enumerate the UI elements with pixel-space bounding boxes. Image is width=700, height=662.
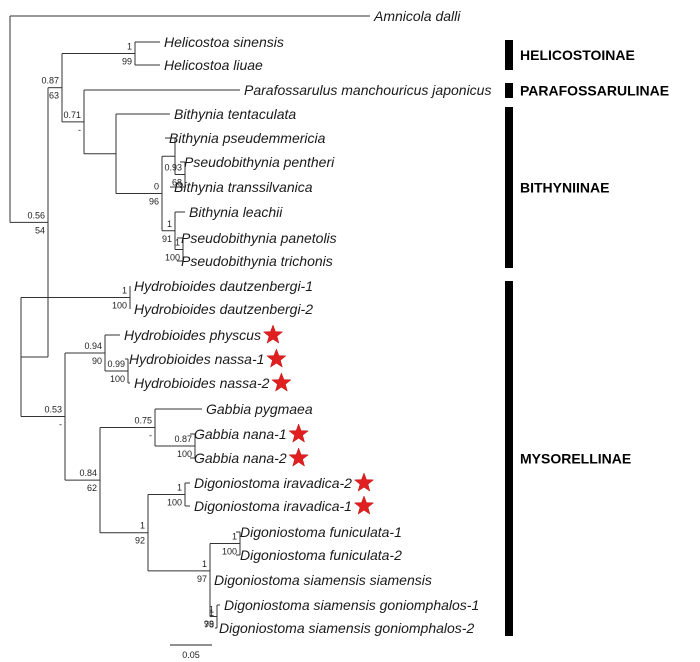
taxon-label-hyd_nas2: Hydrobioides nassa-2: [134, 375, 270, 391]
taxon-label-bith_ten: Bithynia tentaculata: [174, 106, 296, 122]
support-below-n_o: 62: [87, 483, 97, 493]
support-below-n_u: 100: [222, 547, 237, 557]
support-below-n_t: 97: [197, 574, 207, 584]
support-above-n_m: 0.94: [84, 341, 102, 351]
clade-bar-bithyniinae: [505, 107, 513, 268]
scale-bar: 0.05: [170, 644, 212, 660]
support-below-n_d: -: [78, 125, 81, 135]
support-below-n_m: 90: [92, 356, 102, 366]
taxon-label-pseu_pen: Pseudobithynia pentheri: [184, 154, 335, 170]
support-below-n_l: -: [59, 420, 62, 430]
support-below-n_n: 100: [110, 374, 125, 384]
support-above-n_d: 0.71: [63, 110, 81, 120]
support-above-n_q: 0.87: [174, 434, 192, 444]
support-above-n_w: 1: [209, 605, 214, 615]
taxon-label-bith_lea: Bithynia leachii: [189, 204, 283, 220]
support-above-n_i: 1: [175, 238, 180, 248]
taxon-label-hyd_dau1: Hydrobioides dautzenbergi-1: [134, 278, 313, 294]
clade-bar-parafossarulinae: [505, 83, 513, 98]
support-below-n_c: 99: [122, 57, 132, 67]
star-icon: [266, 348, 287, 368]
support-above-n_a: 0.56: [27, 210, 45, 220]
support-below-n_f: 96: [149, 197, 159, 207]
support-above-n_n: 0.99: [107, 359, 125, 369]
star-icon: [353, 495, 375, 515]
scale-bar-label: 0.05: [182, 650, 200, 660]
support-below-n_s: 100: [167, 498, 182, 508]
support-above-n_k: 1: [122, 286, 127, 296]
support-below-n_b: 63: [49, 91, 59, 101]
support-above-n_o: 0.84: [79, 468, 97, 478]
taxon-label-gab_nan2: Gabbia nana-2: [194, 450, 287, 466]
clade-label-bithyniinae: BITHYNIINAE: [520, 180, 609, 196]
taxon-label-gab_nan1: Gabbia nana-1: [194, 426, 287, 442]
taxon-label-dig_ira1: Digoniostoma iravadica-1: [194, 498, 352, 514]
support-below-n_a: 54: [35, 225, 45, 235]
taxon-label-dig_fun2: Digoniostoma funiculata-2: [240, 547, 402, 563]
support-above-n_f: 0: [154, 182, 159, 192]
support-above-n_t: 1: [202, 559, 207, 569]
taxon-label-dig_gon2: Digoniostoma siamensis goniomphalos-2: [219, 620, 474, 636]
support-above-n_p: 0.75: [134, 416, 152, 426]
taxon-label-pseu_pan: Pseudobithynia panetolis: [181, 230, 337, 246]
support-above-n_s: 1: [177, 483, 182, 493]
support-above-n_b: 0.87: [41, 76, 59, 86]
taxon-label-gab_pyg: Gabbia pygmaea: [206, 401, 313, 417]
support-above-n_u: 1: [232, 532, 237, 542]
taxon-label-hyd_phy: Hydrobioides physcus: [124, 327, 261, 343]
support-below-n_q: 100: [177, 449, 192, 459]
taxon-label-pseu_tri: Pseudobithynia trichonis: [181, 253, 333, 269]
clade-bars: HELICOSTOINAE PARAFOSSARULINAE BITHYNIINAE…: [505, 40, 669, 636]
taxon-label-dig_ira2: Digoniostoma iravadica-2: [194, 475, 352, 491]
taxon-label-heli_liu: Helicostoa liuae: [164, 57, 263, 73]
taxon-label-hyd_nas1: Hydrobioides nassa-1: [129, 351, 264, 367]
support-above-n_g2: 0.93: [164, 163, 182, 173]
support-below-n_w2: 99: [204, 619, 214, 629]
star-icon: [288, 423, 309, 443]
taxon-label-dig_sia: Digoniostoma siamensis siamensis: [214, 572, 432, 588]
star-icon: [353, 472, 375, 492]
support-below-n_h: 91: [162, 234, 172, 244]
clade-label-mysorellinae: MYSORELLINAE: [520, 451, 631, 467]
taxon-label-dig_fun1: Digoniostoma funiculata-1: [240, 524, 402, 540]
taxon-label-hyd_dau2: Hydrobioides dautzenbergi-2: [134, 301, 313, 317]
support-below-n_i: 100: [165, 253, 180, 263]
support-above-n_c: 1: [127, 42, 132, 52]
highlight-stars: [262, 324, 375, 515]
taxon-label-amnicola: Amnicola dalli: [373, 8, 461, 24]
support-below-n_r: 92: [135, 536, 145, 546]
support-below-n_w: 78: [204, 620, 214, 630]
taxon-label-heli_sin: Helicostoa sinensis: [164, 34, 284, 50]
support-above-n_h: 1: [167, 219, 172, 229]
star-icon: [288, 447, 309, 467]
clade-bar-mysorellinae: [505, 281, 513, 636]
taxon-label-bith_pse: Bithynia pseudemmericia: [169, 130, 326, 146]
clade-label-helicostoinae: HELICOSTOINAE: [520, 47, 635, 63]
taxon-label-dig_gon1: Digoniostoma siamensis goniomphalos-1: [224, 597, 479, 613]
support-above-n_l: 0.53: [44, 405, 62, 415]
support-below-n_k: 100: [112, 301, 127, 311]
support-above-n_r: 1: [140, 521, 145, 531]
taxon-label-parafoss: Parafossarulus manchouricus japonicus: [244, 82, 491, 98]
tree-branches: [9, 15, 370, 629]
star-icon: [271, 372, 292, 392]
support-above-n_w2: 1: [209, 608, 214, 618]
support-values: 1990.936811001910960.71-0.876311000.9910…: [27, 42, 237, 630]
taxon-label-bith_tra: Bithynia transsilvanica: [174, 179, 313, 195]
support-below-n_g2: 68: [172, 178, 182, 188]
support-below-n_p: -: [149, 431, 152, 441]
clade-label-parafossarulinae: PARAFOSSARULINAE: [520, 83, 669, 99]
star-icon: [262, 324, 284, 344]
clade-bar-helicostoinae: [505, 40, 513, 70]
